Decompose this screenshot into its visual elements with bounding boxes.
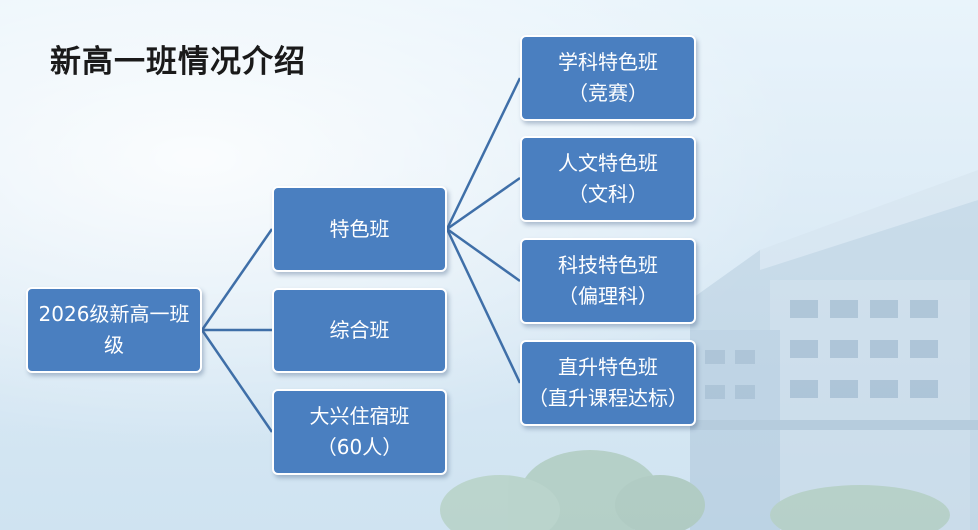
- node-daxing-line-2: （60人）: [316, 435, 403, 459]
- node-keji-line-1: 科技特色班: [558, 253, 658, 277]
- node-daxing: 大兴住宿班 （60人）: [272, 389, 447, 475]
- node-renwen-line-2: （文科）: [568, 182, 648, 206]
- connector-root-tese: [200, 228, 274, 331]
- node-tese-line-1: 特色班: [329, 216, 390, 241]
- node-xueke-line-1: 学科特色班: [558, 50, 658, 74]
- page-title: 新高一班情况介绍: [50, 44, 306, 80]
- root-node: 2026级新高一班 级: [26, 287, 202, 373]
- node-keji-line-2: （偏理科）: [558, 284, 658, 308]
- node-keji: 科技特色班 （偏理科）: [520, 238, 696, 324]
- node-renwen: 人文特色班 （文科）: [520, 136, 696, 222]
- connector-tese-keji: [446, 227, 521, 283]
- node-zhisheng-line-2: （直升课程达标）: [528, 386, 688, 410]
- root-node-line-2: 级: [104, 333, 124, 357]
- node-renwen-line-1: 人文特色班: [558, 151, 658, 175]
- node-daxing-line-1: 大兴住宿班: [309, 404, 410, 428]
- node-tese: 特色班: [272, 186, 447, 272]
- node-zhisheng: 直升特色班 （直升课程达标）: [520, 340, 696, 426]
- connector-tese-xueke: [445, 77, 522, 230]
- node-zhisheng-line-1: 直升特色班: [558, 355, 658, 379]
- connector-tese-zhisheng: [445, 228, 522, 384]
- connector-root-daxing: [200, 329, 274, 433]
- node-xueke-line-2: （竞赛）: [568, 81, 648, 105]
- root-node-line-1: 2026级新高一班: [38, 302, 190, 326]
- connector-tese-renwen: [446, 176, 521, 231]
- node-xueke: 学科特色班 （竞赛）: [520, 35, 696, 121]
- node-zonghe: 综合班: [272, 288, 447, 373]
- node-zonghe-line-1: 综合班: [329, 318, 390, 342]
